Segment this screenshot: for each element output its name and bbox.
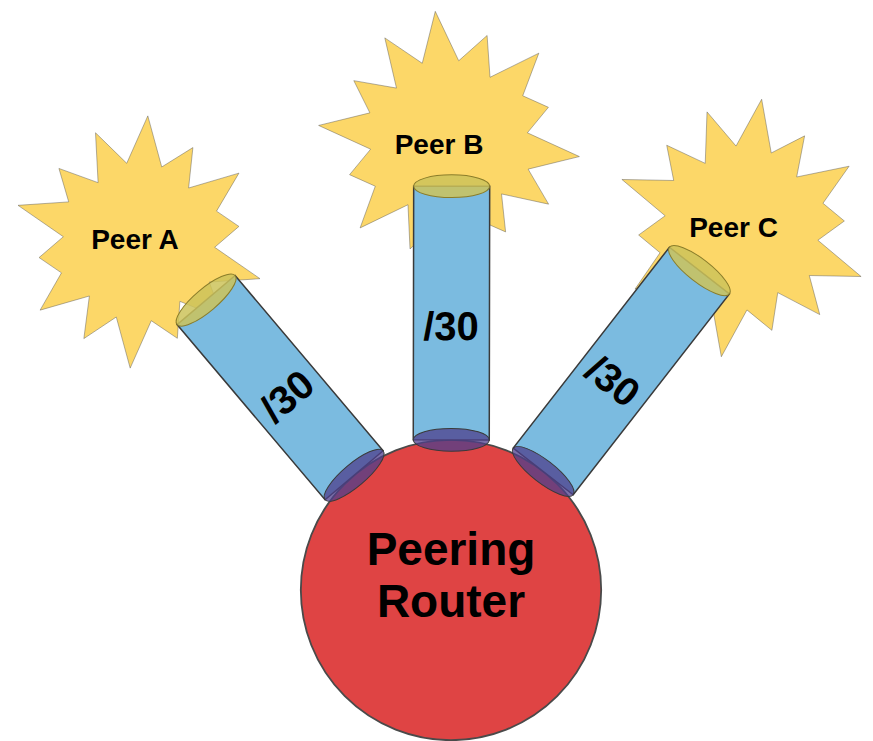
tube-end-router — [506, 439, 580, 504]
subnet-label: /30 — [424, 306, 480, 346]
link-tube — [513, 247, 729, 495]
link-tube — [413, 186, 489, 440]
link-tube-group — [170, 267, 391, 509]
link-tube-group — [413, 175, 489, 452]
tube-end-peer — [170, 267, 243, 333]
tube-end-peer — [414, 175, 490, 198]
peer-name: Peer C — [689, 212, 778, 243]
router-name: Peering Router — [331, 524, 571, 627]
subnet-label: /30 — [253, 363, 321, 429]
link-tube-group — [506, 238, 736, 504]
peer-name: Peer B — [395, 129, 484, 160]
peer-name: Peer A — [91, 224, 179, 255]
tube-end-router — [318, 442, 391, 508]
tube-end-peer — [662, 238, 736, 303]
subnet-label: /30 — [579, 348, 647, 414]
router-circle-fill — [301, 440, 601, 740]
tube-end-router — [413, 428, 489, 451]
